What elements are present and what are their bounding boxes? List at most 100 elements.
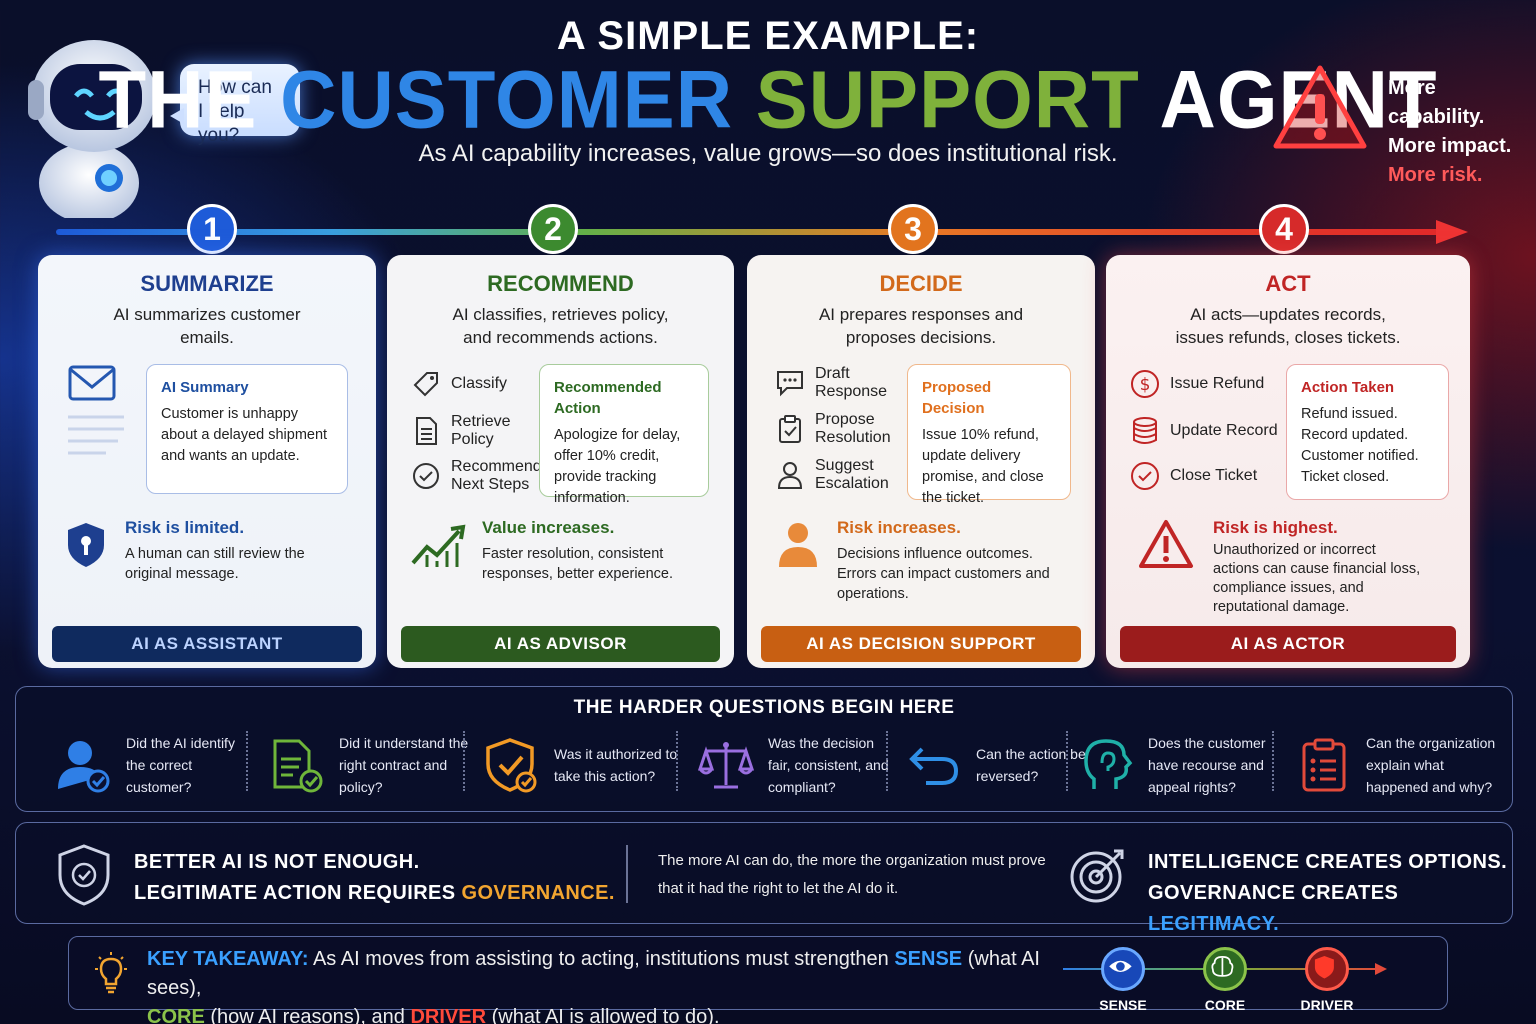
- risk-text: Decisions influence outcomes. Errors can…: [837, 546, 1050, 602]
- divider: [463, 731, 465, 791]
- takeaway-part4: (what AI is allowed to do).: [486, 1006, 720, 1024]
- ai-summary-box: AI Summary Customer is unhappy about a d…: [146, 364, 348, 494]
- robot-icon: [28, 40, 156, 218]
- action-taken-box: Action Taken Refund issued. Record updat…: [1286, 364, 1449, 500]
- card-description: AI summarizes customer emails.: [113, 305, 301, 347]
- item-label: Close Ticket: [1170, 467, 1258, 484]
- shield-check-icon: [58, 844, 110, 906]
- question-item: Did it understand the right contract and…: [269, 727, 469, 803]
- governance-middle-text: The more AI can do, the more the organiz…: [658, 847, 1046, 903]
- shield-check-icon: [486, 738, 537, 793]
- step-3-marker: 3: [888, 204, 938, 254]
- sense-node: [1101, 947, 1145, 991]
- proposed-decision-box: Proposed Decision Issue 10% refund, upda…: [907, 364, 1071, 506]
- question-text: Was it authorized to take this action?: [554, 746, 678, 784]
- bubble-line2: I help you?: [198, 101, 245, 146]
- risk-text: A human can still review the original me…: [125, 546, 305, 582]
- title-part-1: THE: [98, 52, 281, 146]
- clipboard-check-icon: [779, 415, 801, 443]
- item-issue-refund: $ Issue Refund: [1130, 369, 1264, 399]
- box-text: Refund issued. Record updated. Customer …: [1301, 406, 1419, 485]
- warning-icon: [1273, 65, 1367, 149]
- box-title: Action Taken: [1301, 379, 1395, 396]
- item-label: Retrieve Policy: [451, 413, 511, 448]
- item-suggest-escalation: Suggest Escalation: [775, 457, 895, 493]
- svg-text:$: $: [1140, 375, 1151, 395]
- check-circle-icon: [413, 463, 439, 489]
- risk-text: Faster resolution, consistent responses,…: [482, 546, 674, 582]
- item-label: Update Record: [1170, 422, 1278, 439]
- tag-icon: [413, 372, 438, 397]
- governance-right-text: INTELLIGENCE CREATES OPTIONS. GOVERNANCE…: [1148, 847, 1512, 940]
- driver-label: DRIVER: [1300, 997, 1354, 1013]
- head-icon: [1084, 739, 1133, 789]
- right-line2b: LEGITIMACY.: [1148, 913, 1280, 935]
- envelope-icon: [68, 365, 116, 401]
- risk-title: Risk increases.: [837, 518, 961, 537]
- divider: [1272, 731, 1274, 791]
- person-icon: [777, 462, 803, 489]
- question-item: Does the customer have recourse and appe…: [1078, 727, 1278, 803]
- question-text: Does the customer have recourse and appe…: [1148, 735, 1266, 795]
- card-footer: AI AS ADVISOR: [401, 626, 720, 662]
- item-recommend-next-steps: Recommend Next Steps: [411, 458, 542, 494]
- governance-panel: BETTER AI IS NOT ENOUGH. LEGITIMATE ACTI…: [15, 822, 1513, 935]
- left-line2a: LEGITIMATE ACTION REQUIRES: [134, 882, 462, 904]
- core-label: CORE: [1204, 997, 1246, 1013]
- target-icon: [1070, 849, 1124, 903]
- card-description: AI acts—updates records, issues refunds,…: [1175, 305, 1401, 347]
- question-item: Did the AI identify the correct customer…: [56, 727, 256, 803]
- title-part-3: SUPPORT: [755, 52, 1140, 146]
- growth-chart-icon: [411, 524, 466, 567]
- step-1-marker: 1: [187, 204, 237, 254]
- side-note: More capability. More impact. More risk.: [1388, 74, 1536, 190]
- document-check-icon: [273, 739, 323, 793]
- takeaway-driver: DRIVER: [410, 1006, 487, 1024]
- right-line2a: GOVERNANCE CREATES: [1148, 882, 1399, 904]
- card-description: AI prepares responses and proposes decis…: [818, 305, 1024, 347]
- eye-icon: [1109, 960, 1132, 973]
- divider: [246, 731, 248, 791]
- title-part-2: CUSTOMER: [280, 52, 756, 146]
- card-description: AI classifies, retrieves policy, and rec…: [452, 305, 669, 347]
- takeaway-text: KEY TAKEAWAY: As AI moves from assisting…: [147, 945, 1047, 1024]
- key-takeaway-panel: KEY TAKEAWAY: As AI moves from assisting…: [68, 936, 1448, 1024]
- card-heading: ACT: [1265, 271, 1311, 296]
- card-decide: DECIDE AI prepares responses and propose…: [747, 255, 1095, 668]
- subtitle: As AI capability increases, value grows—…: [418, 140, 1118, 167]
- panel-title: THE HARDER QUESTIONS BEGIN HERE: [573, 697, 955, 718]
- step-2-marker: 2: [528, 204, 578, 254]
- box-text: Issue 10% refund, update delivery promis…: [922, 427, 1044, 506]
- sense-core-driver-flow: SENSE CORE DRIVER: [1063, 947, 1393, 1013]
- middle-line2: that it had the right to let the AI do i…: [658, 880, 899, 897]
- driver-node: [1305, 947, 1349, 991]
- scales-icon: [698, 742, 754, 789]
- database-icon: [1133, 417, 1157, 444]
- item-label: Suggest Escalation: [815, 457, 889, 492]
- box-title: AI Summary: [161, 379, 249, 396]
- sense-label: SENSE: [1099, 997, 1147, 1013]
- left-line2b: GOVERNANCE.: [461, 882, 615, 904]
- box-text: Apologize for delay, offer 10% credit, p…: [554, 427, 681, 506]
- divider: [626, 845, 628, 903]
- timeline-line: [56, 229, 1440, 235]
- side-line1: More capability.: [1388, 77, 1485, 128]
- person-filled-icon: [779, 523, 817, 567]
- harder-questions-panel: THE HARDER QUESTIONS BEGIN HERE Did the …: [15, 686, 1513, 812]
- card-footer: AI AS ASSISTANT: [52, 626, 362, 662]
- item-close-ticket: Close Ticket: [1130, 461, 1257, 491]
- card-heading: RECOMMEND: [487, 271, 634, 296]
- shield-icon: [68, 523, 104, 567]
- item-label: Draft Response: [815, 365, 888, 400]
- dollar-circle-icon: $: [1131, 370, 1159, 398]
- risk-title: Risk is highest.: [1213, 518, 1338, 537]
- question-item: Can the organization explain what happen…: [1296, 727, 1506, 803]
- speech-bubble: How can I help you?: [170, 64, 300, 146]
- question-text: Can the organization explain what happen…: [1366, 735, 1496, 795]
- risk-title: Risk is limited.: [125, 518, 245, 537]
- takeaway-part2: (what AI sees),: [147, 948, 1040, 999]
- question-text: Can the action be reversed?: [976, 746, 1086, 784]
- card-recommend: RECOMMEND AI classifies, retrieves polic…: [387, 255, 734, 668]
- item-update-record: Update Record: [1130, 416, 1278, 446]
- left-line1: BETTER AI IS NOT ENOUGH.: [134, 851, 420, 873]
